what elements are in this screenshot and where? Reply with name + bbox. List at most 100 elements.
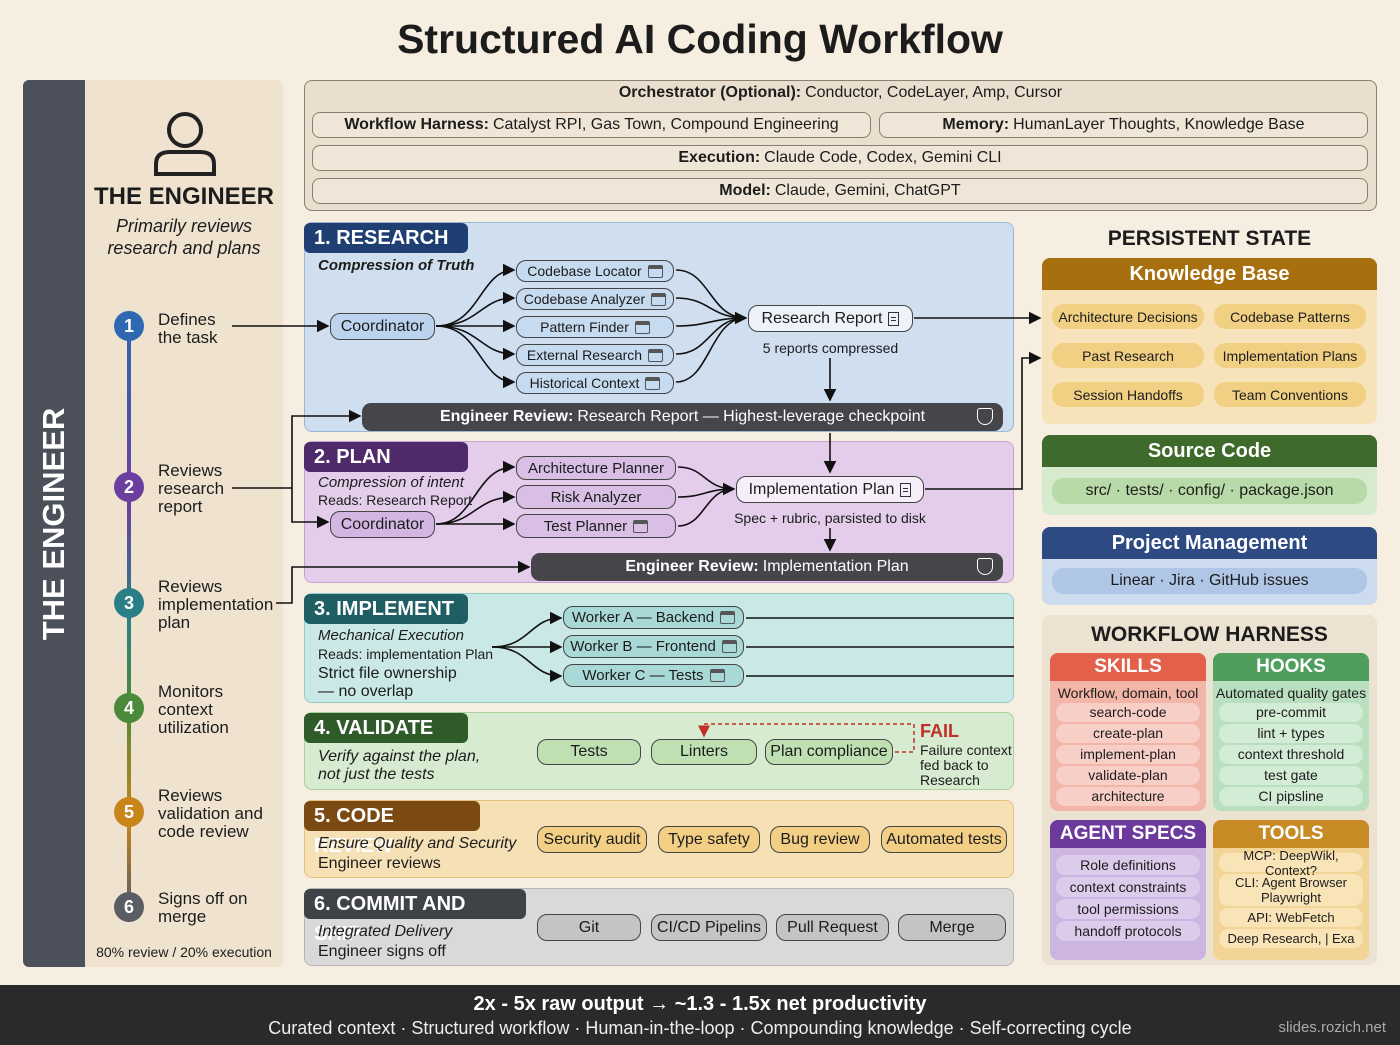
skills-header: SKILLS <box>1050 653 1206 681</box>
source-code-items: src/ · tests/ · config/ · package.json <box>1052 478 1367 504</box>
research-agent: Codebase Analyzer <box>516 288 674 310</box>
footer-credit: slides.rozich.net <box>1278 1019 1386 1036</box>
step-number-badge: 3 <box>114 588 144 618</box>
validate-header: 4. VALIDATE <box>304 713 468 743</box>
implement-header: 3. IMPLEMENT <box>304 594 468 624</box>
window-icon <box>645 376 661 390</box>
implement-no-overlap: — no overlap <box>318 683 414 700</box>
tool-item: CLI: Agent Browser Playwright <box>1219 874 1363 906</box>
research-coordinator: Coordinator <box>330 313 435 340</box>
window-icon <box>709 669 725 682</box>
hook-item: context threshold <box>1219 745 1363 764</box>
skill-item: create-plan <box>1056 724 1200 743</box>
research-header: 1. RESEARCH <box>304 223 468 253</box>
orchestrator-layer: Orchestrator (Optional):Conductor, CodeL… <box>618 84 1063 101</box>
agent-specs-header: AGENT SPECS <box>1050 820 1206 848</box>
step-number-badge: 5 <box>114 797 144 827</box>
window-icon <box>651 292 667 306</box>
hook-item: test gate <box>1219 766 1363 785</box>
project-management-panel: Project Management Linear · Jira · GitHu… <box>1042 527 1377 605</box>
plan-note: Spec + rubric, parsisted to disk <box>734 510 926 526</box>
skill-item: validate-plan <box>1056 766 1200 785</box>
review-check: Bug review <box>770 826 870 853</box>
agent-spec-item: context constraints <box>1056 877 1200 897</box>
skills-box: SKILLS Workflow, domain, tool search-cod… <box>1050 653 1206 811</box>
code-review-note: Engineer reviews <box>318 855 441 872</box>
knowledge-base-header: Knowledge Base <box>1042 258 1377 290</box>
ship-step: Merge <box>898 914 1006 941</box>
validate-subtitle: Verify against the plan, <box>318 748 481 765</box>
tool-item: API: WebFetch <box>1219 908 1363 927</box>
model-layer: Model:Claude, Gemini, ChatGPT <box>312 178 1368 204</box>
research-review-checkpoint[interactable]: Engineer Review:Research Report — Highes… <box>362 403 1003 431</box>
agent-spec-item: handoff protocols <box>1056 921 1200 941</box>
research-report-node: Research Report <box>748 305 913 332</box>
worker-node: Worker B — Frontend <box>563 635 744 658</box>
review-ratio: 80% review / 20% execution <box>96 944 272 960</box>
commit-subtitle: Integrated Delivery <box>318 923 453 940</box>
commit-header: 6. COMMIT AND SHIP <box>304 889 526 945</box>
engineer-strip: THE ENGINEER <box>23 80 85 967</box>
hook-item: lint + types <box>1219 724 1363 743</box>
window-icon <box>634 320 650 334</box>
hook-item: pre-commit <box>1219 703 1363 722</box>
knowledge-base-item: Session Handoffs <box>1052 382 1204 407</box>
shield-icon <box>977 558 993 575</box>
tools-box: TOOLS MCP: DeepWikl, Context?CLI: Agent … <box>1213 820 1369 960</box>
hooks-header: HOOKS <box>1213 653 1369 681</box>
skill-item: implement-plan <box>1056 745 1200 764</box>
tool-item: MCP: DeepWikl, Context? <box>1219 848 1363 878</box>
implement-subtitle: Mechanical Execution <box>318 627 464 644</box>
shield-icon <box>977 408 993 425</box>
hooks-description: Automated quality gates <box>1215 685 1367 701</box>
source-code-panel: Source Code src/ · tests/ · config/ · pa… <box>1042 435 1377 515</box>
footer-bar: 2x - 5x raw output → ~1.3 - 1.5x net pro… <box>0 985 1400 1045</box>
plan-reads: Reads: Research Report <box>318 492 473 508</box>
review-check: Automated tests <box>881 826 1007 853</box>
validate-subtitle-2: not just the tests <box>318 766 435 783</box>
plan-review-checkpoint[interactable]: Engineer Review:Implementation Plan <box>531 553 1003 581</box>
knowledge-base-item: Implementation Plans <box>1214 343 1366 368</box>
review-check: Type safety <box>658 826 760 853</box>
knowledge-base-item: Past Research <box>1052 343 1204 368</box>
page-title: Structured AI Coding Workflow <box>397 16 1003 62</box>
step-number-badge: 4 <box>114 693 144 723</box>
research-subtitle: Compression of Truth <box>318 257 475 274</box>
validation-check: Plan compliance <box>765 739 893 765</box>
window-icon <box>721 640 737 653</box>
validation-check: Linters <box>651 739 757 765</box>
window-icon <box>633 519 649 533</box>
code-review-subtitle: Ensure Quality and Security <box>318 835 517 852</box>
execution-layer: Execution:Claude Code, Codex, Gemini CLI <box>312 145 1368 171</box>
ship-step: Pull Request <box>776 914 889 941</box>
research-agent: External Research <box>516 344 674 366</box>
worker-node: Worker C — Tests <box>563 664 744 687</box>
window-icon <box>648 348 664 362</box>
footer-tags: Curated context · Structured workflow · … <box>268 1018 1132 1038</box>
step-number-badge: 6 <box>114 892 144 922</box>
plan-coordinator: Coordinator <box>330 511 435 538</box>
skill-item: architecture <box>1056 787 1200 806</box>
window-icon <box>720 611 736 624</box>
ship-step: Git <box>537 914 641 941</box>
memory-layer: Memory:HumanLayer Thoughts, Knowledge Ba… <box>879 112 1368 138</box>
tool-item: Deep Research, | Exa <box>1219 929 1363 948</box>
engineer-heading: THE ENGINEER <box>93 183 275 210</box>
skill-item: search-code <box>1056 703 1200 722</box>
knowledge-base-item: Architecture Decisions <box>1052 304 1204 329</box>
flow-arrows <box>232 263 1042 753</box>
code-review-header: 5. CODE REVIEW <box>304 801 480 857</box>
persistent-state-title: PERSISTENT STATE <box>1107 227 1312 250</box>
agent-spec-item: tool permissions <box>1056 899 1200 919</box>
knowledge-base-item: Team Conventions <box>1214 382 1366 407</box>
research-agent: Pattern Finder <box>516 316 674 338</box>
